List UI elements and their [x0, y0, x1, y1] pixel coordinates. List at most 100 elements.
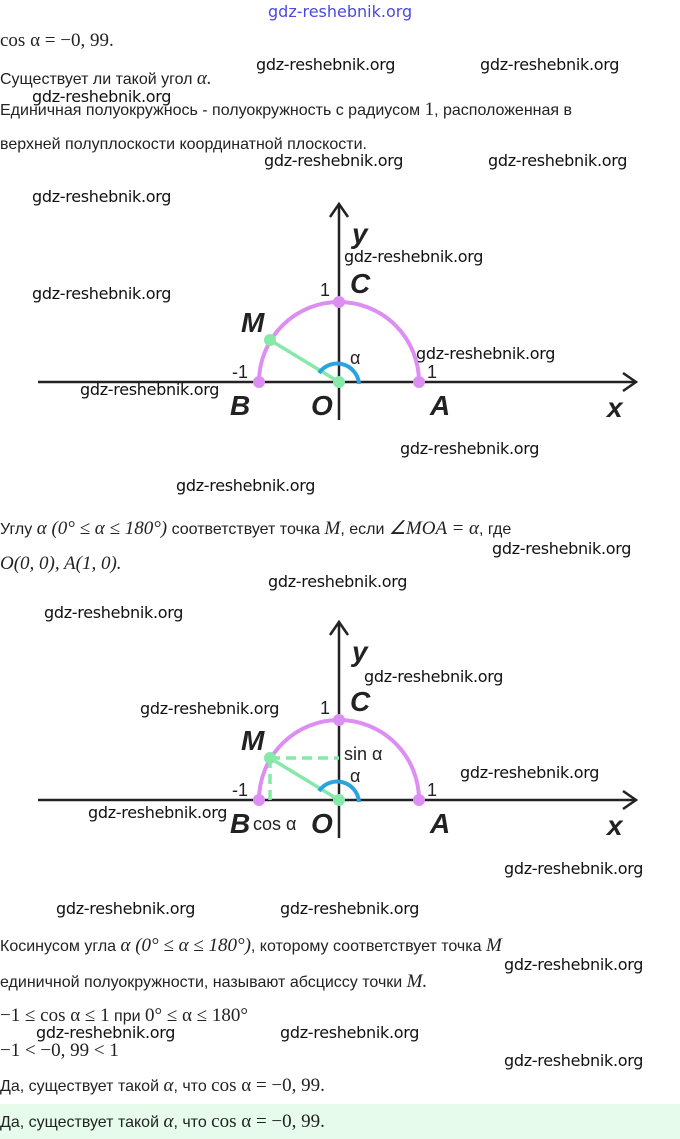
def-math: 1: [424, 99, 435, 120]
y-axis-label: y: [350, 218, 369, 249]
angle-alpha-label: α: [350, 766, 360, 786]
conclusion-text: Да, существует такой: [0, 1078, 164, 1095]
watermark: gdz-reshebnik.org: [364, 667, 504, 686]
angle-alpha-label: α: [350, 348, 360, 368]
given-equation: cos α = −0, 99.: [0, 30, 114, 51]
watermark: gdz-reshebnik.org: [80, 380, 220, 399]
conclusion-math: α: [163, 1075, 174, 1096]
definition-line-1: Единичная полуокружнось - полуокружность…: [0, 99, 572, 121]
definition-line-2: верхней полуплоскости координатной плоск…: [0, 136, 367, 153]
radius-OM: [269, 756, 340, 802]
watermark: gdz-reshebnik.org: [280, 1023, 420, 1042]
ineq-text: при: [109, 1008, 145, 1025]
watermark: gdz-reshebnik.org: [504, 1051, 644, 1070]
watermark: gdz-reshebnik.org: [504, 859, 644, 878]
watermark: gdz-reshebnik.org: [280, 899, 420, 918]
tick-label-1-y: 1: [320, 698, 330, 718]
y-axis-arrow-icon: [328, 619, 350, 636]
cos-math: M.: [406, 971, 428, 992]
cosine-definition-line-2: единичной полуокружности, называют абсци…: [0, 971, 427, 993]
tick-label-minus-1: -1: [232, 362, 248, 382]
watermark: gdz-reshebnik.org: [176, 476, 316, 495]
point-M-label: M: [241, 307, 265, 338]
corr-math: ∠MOA = α: [388, 518, 480, 539]
watermark: gdz-reshebnik.org: [140, 699, 280, 718]
cos-text: Косинусом угла: [0, 938, 121, 955]
inequality-1: −1 ≤ cos α ≤ 1 при 0° ≤ α ≤ 180°: [0, 1005, 248, 1027]
watermark: gdz-reshebnik.org: [56, 899, 196, 918]
watermark: gdz-reshebnik.org: [36, 1023, 176, 1042]
radius-OM: [269, 338, 340, 384]
x-axis-label: x: [605, 810, 624, 841]
point-O-dot: [333, 794, 345, 806]
ineq-math: −1 ≤ cos α ≤ 1: [0, 1005, 110, 1026]
cos-math: M: [485, 935, 502, 956]
tick-label-minus-1: -1: [232, 780, 248, 800]
watermark: gdz-reshebnik.org: [400, 439, 540, 458]
watermark: gdz-reshebnik.org: [416, 344, 556, 363]
watermark: gdz-reshebnik.org: [44, 603, 184, 622]
inequality-2: −1 < −0, 99 < 1: [0, 1040, 119, 1061]
watermark: gdz-reshebnik.org: [488, 151, 628, 170]
watermark: gdz-reshebnik.org: [32, 284, 172, 303]
x-axis-arrow-icon: [622, 789, 639, 811]
watermark: gdz-reshebnik.org: [32, 87, 172, 106]
x-axis-arrow-icon: [622, 371, 639, 393]
watermark: gdz-reshebnik.org: [480, 55, 620, 74]
watermark: gdz-reshebnik.org: [460, 763, 600, 782]
watermark: gdz-reshebnik.org: [264, 151, 404, 170]
x-axis-label: x: [605, 392, 624, 423]
conclusion-text: , что: [173, 1078, 212, 1095]
correspondence-line-2: O(0, 0), A(1, 0).: [0, 553, 122, 574]
angle-arc: [317, 779, 361, 803]
answer-box: [0, 1104, 680, 1139]
y-axis-label: y: [350, 636, 369, 667]
corr-math: α (0° ≤ α ≤ 180°): [36, 518, 168, 539]
point-M-dot: [264, 334, 276, 346]
watermark: gdz-reshebnik.org: [268, 572, 408, 591]
answer-math: α: [163, 1111, 174, 1132]
cos-text: единичной полуокружности, называют абсци…: [0, 974, 407, 991]
point-A-dot: [413, 794, 425, 806]
angle-arc: [317, 361, 361, 385]
cosine-definition-line-1: Косинусом угла α (0° ≤ α ≤ 180°), которо…: [0, 935, 502, 957]
def-text-end: , расположенная в: [434, 102, 573, 119]
conclusion-math: cos α = −0, 99.: [211, 1075, 325, 1096]
tick-label-1-x: 1: [427, 362, 437, 382]
def-text: Единичная полуокружнось - полуокружность…: [0, 102, 425, 119]
tick-label-1-y: 1: [320, 280, 330, 300]
point-B-dot: [253, 794, 265, 806]
point-B-dot: [253, 376, 265, 388]
cos-math: α (0° ≤ α ≤ 180°): [120, 935, 251, 956]
point-C-label: C: [350, 268, 371, 299]
point-C-dot: [333, 714, 345, 726]
watermark: gdz-reshebnik.org: [344, 247, 484, 266]
y-axis-arrow-icon: [328, 201, 350, 218]
point-A-dot: [413, 376, 425, 388]
point-C-label: C: [350, 686, 371, 717]
cos-text: , которому соответствует точка: [250, 938, 486, 955]
point-B-label: B: [230, 390, 250, 421]
cos-alpha-label: cos α: [253, 814, 296, 834]
watermark: gdz-reshebnik.org: [256, 55, 396, 74]
corr-math: M: [324, 518, 341, 539]
point-A-label: A: [429, 808, 450, 839]
conclusion: Да, существует такой α, что cos α = −0, …: [0, 1075, 325, 1097]
tick-label-1-x: 1: [427, 780, 437, 800]
point-C-dot: [333, 296, 345, 308]
watermark: gdz-reshebnik.org: [492, 539, 632, 558]
corr-text: Углу: [0, 521, 37, 538]
corr-text: , если: [340, 521, 389, 538]
point-M-dot: [264, 752, 276, 764]
point-O-label: O: [311, 390, 333, 421]
watermark: gdz-reshebnik.org: [32, 187, 172, 206]
answer-text: Да, существует такой α, что cos α = −0, …: [0, 1111, 325, 1133]
answer-label: Да, существует такой: [0, 1114, 164, 1131]
point-O-dot: [333, 376, 345, 388]
watermark: gdz-reshebnik.org: [504, 955, 644, 974]
corr-text: соответствует точка: [167, 521, 325, 538]
point-O-label: O: [311, 808, 333, 839]
corr-text: , где: [479, 521, 512, 538]
